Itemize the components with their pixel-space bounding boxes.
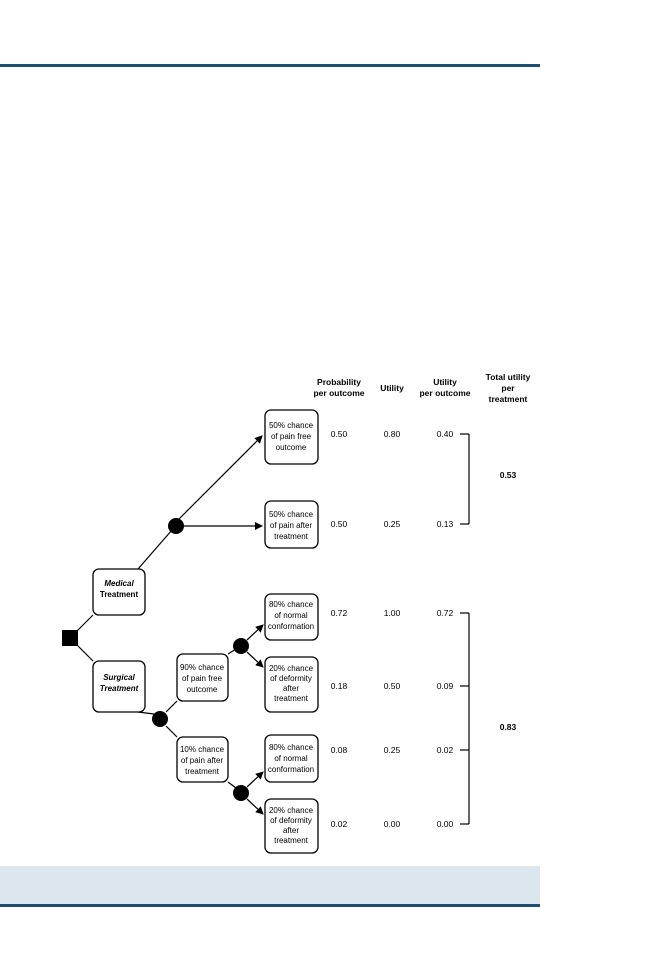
edge-painafter-chance [227,781,237,789]
outcome-4-line3: after [283,684,299,693]
utility-per-outcome-5: 0.02 [437,745,454,755]
probability-4: 0.18 [331,681,348,691]
header-total-utility-line2: per [501,383,515,393]
outcome-6-line1: 20% chance [269,806,314,815]
outcome-node-6: 20% chance of deformity after treatment [264,798,319,854]
probability-3: 0.72 [331,608,348,618]
utility-per-outcome-3: 0.72 [437,608,454,618]
treatment-node-medical: Medical Treatment [92,568,146,616]
outcome-6-line2: of deformity [270,816,312,825]
intermediate-painfree-line1: 90% chance [180,663,225,672]
treatment-label-medical-line2: Treatment [100,590,139,599]
outcome-values: 0.50 0.80 0.40 0.50 0.25 0.13 0.72 1.00 … [331,429,454,829]
top-rule [0,64,540,67]
utility-1: 0.80 [384,429,401,439]
utility-6: 0.00 [384,819,401,829]
outcome-4-line2: of deformity [270,674,312,683]
header-utility: Utility [380,383,404,393]
total-utility-medical: 0.53 [500,470,517,480]
edge-chance-outcome-1 [177,435,263,521]
outcome-node-4: 20% chance of deformity after treatment [264,656,319,713]
outcome-5-line2: of normal [274,754,308,763]
chance-node-surgical [152,711,168,727]
probability-1: 0.50 [331,429,348,439]
header-probability-line2: per outcome [313,388,364,398]
header-total-utility-line1: Total utility [486,372,531,382]
intermediate-node-painafter: 10% chance of pain after treatment [176,736,229,783]
edge-chance-outcome-3 [246,624,264,641]
intermediate-painafter-line3: treatment [185,767,220,776]
outcome-1-line1: 50% chance [269,421,314,430]
decision-node [62,630,78,646]
edge-chance-outcome-4 [246,651,264,668]
edge-chance-painfree [165,700,178,713]
outcome-3-line1: 80% chance [269,600,314,609]
bracket-surgical [460,612,470,825]
outcome-2-line2: of pain after [270,521,313,530]
outcome-node-5: 80% chance of normal conformation [264,734,319,783]
utility-per-outcome-2: 0.13 [437,519,454,529]
outcome-5-line1: 80% chance [269,743,314,752]
treatment-label-surgical-line1: Surgical [103,673,135,682]
utility-3: 1.00 [384,608,401,618]
bottom-rule [0,904,540,907]
outcome-node-3: 80% chance of normal conformation [264,593,319,641]
chance-node-painfree [233,638,249,654]
outcome-2-line1: 50% chance [269,510,314,519]
utility-5: 0.25 [384,745,401,755]
outcome-node-2: 50% chance of pain after treatment [264,500,319,549]
header-probability-line1: Probability [317,377,361,387]
outcome-1-line3: outcome [276,443,307,452]
utility-per-outcome-6: 0.00 [437,819,454,829]
column-headers: Probability per outcome Utility Utility … [313,372,530,404]
treatment-node-surgical: Surgical Treatment [92,660,146,713]
caption-band [0,866,540,904]
outcome-6-line4: treatment [274,836,309,845]
utility-per-outcome-1: 0.40 [437,429,454,439]
outcome-node-1: 50% chance of pain free outcome [264,409,319,465]
header-total-utility-line3: treatment [489,394,528,404]
outcome-6-line3: after [283,826,299,835]
bracket-medical [460,433,470,525]
chance-node-painafter [233,785,249,801]
edge-chance-outcome-6 [246,798,264,815]
intermediate-node-painfree: 90% chance of pain free outcome [176,653,229,702]
outcome-3-line3: conformation [268,622,314,631]
chance-node-medical [168,518,184,534]
utility-4: 0.50 [384,681,401,691]
utility-per-outcome-4: 0.09 [437,681,454,691]
edge-chance-painafter [165,725,178,738]
outcome-4-line4: treatment [274,694,309,703]
intermediate-painafter-line2: of pain after [181,756,224,765]
outcome-4-line1: 20% chance [269,664,314,673]
outcome-5-line3: conformation [268,765,314,774]
tree-edges [69,435,264,815]
intermediate-painafter-line1: 10% chance [180,745,225,754]
treatment-label-medical-line1: Medical [104,579,134,588]
outcome-3-line2: of normal [274,611,308,620]
intermediate-painfree-line2: of pain free [182,674,223,683]
edge-medical-chance [137,529,173,570]
utility-2: 0.25 [384,519,401,529]
outcome-1-line2: of pain free [271,432,312,441]
outcome-2-line3: treatment [274,532,309,541]
edge-chance-outcome-5 [246,771,264,788]
probability-6: 0.02 [331,819,348,829]
total-utility-surgical: 0.83 [500,722,517,732]
header-utility-per-outcome-line2: per outcome [419,388,470,398]
probability-2: 0.50 [331,519,348,529]
treatment-label-surgical-line2: Treatment [100,684,139,693]
probability-5: 0.08 [331,745,348,755]
intermediate-painfree-line3: outcome [187,685,218,694]
header-utility-per-outcome-line1: Utility [433,377,457,387]
